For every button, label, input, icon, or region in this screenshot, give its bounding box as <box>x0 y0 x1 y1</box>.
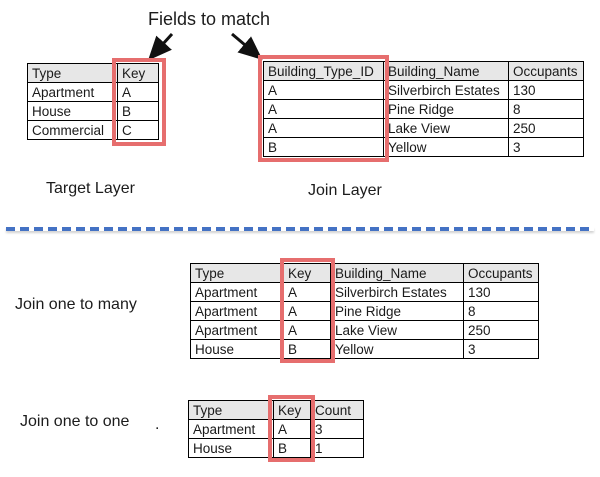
table-cell: B <box>263 137 384 157</box>
table-cell: Apartment <box>190 320 284 340</box>
table-cell: Commercial <box>27 120 118 140</box>
table-cell: A <box>283 301 331 321</box>
table-cell: A <box>283 282 331 302</box>
column-header: Key <box>283 263 331 283</box>
table-cell: A <box>263 99 384 119</box>
table-cell: Lake View <box>383 118 509 138</box>
column-header: Building_Name <box>330 263 464 283</box>
table-cell: 8 <box>463 301 539 321</box>
table-cell: Apartment <box>190 301 284 321</box>
fields-to-match-label: Fields to match <box>148 9 271 29</box>
column-header: Occupants <box>508 61 584 81</box>
divider-dashed-line <box>6 227 594 231</box>
table-cell: House <box>27 101 118 121</box>
join-one-to-many-label: Join one to many <box>15 296 137 313</box>
table-cell: 250 <box>463 320 539 340</box>
arrow-to-join-key-icon <box>231 32 263 60</box>
table-cell: 250 <box>508 118 584 138</box>
column-header: Key <box>117 63 159 83</box>
table-cell: Yellow <box>330 339 464 359</box>
column-header: Occupants <box>463 263 539 283</box>
table-cell: B <box>273 438 311 458</box>
table-cell: House <box>188 438 274 458</box>
table-cell: 3 <box>463 339 539 359</box>
table-cell: Pine Ridge <box>330 301 464 321</box>
table-cell: A <box>273 419 311 439</box>
column-header: Type <box>27 63 118 83</box>
table-cell: 3 <box>310 419 364 439</box>
table-cell: A <box>283 320 331 340</box>
table-cell: Yellow <box>383 137 509 157</box>
column-header: Type <box>190 263 284 283</box>
column-header: Count <box>310 400 364 420</box>
table-cell: 8 <box>508 99 584 119</box>
table-cell: A <box>263 80 384 100</box>
table-cell: House <box>190 339 284 359</box>
column-header: Building_Type_ID <box>263 61 384 81</box>
join-layer-label: Join Layer <box>308 182 382 199</box>
table-cell: 130 <box>463 282 539 302</box>
join-one-to-one-label: Join one to one <box>20 413 130 430</box>
target-layer-label: Target Layer <box>46 180 135 197</box>
table-cell: Apartment <box>190 282 284 302</box>
table-cell: A <box>263 118 384 138</box>
table-cell: Silverbirch Estates <box>330 282 464 302</box>
table-cell: 3 <box>508 137 584 157</box>
table-cell: 1 <box>310 438 364 458</box>
column-header: Building_Name <box>383 61 509 81</box>
table-cell: Pine Ridge <box>383 99 509 119</box>
table-cell: Apartment <box>27 82 118 102</box>
table-cell: B <box>283 339 331 359</box>
column-header: Key <box>273 400 311 420</box>
column-header: Type <box>188 400 274 420</box>
table-cell: 130 <box>508 80 584 100</box>
table-cell: B <box>117 101 159 121</box>
table-cell: Apartment <box>188 419 274 439</box>
table-cell: Silverbirch Estates <box>383 80 509 100</box>
table-cell: Lake View <box>330 320 464 340</box>
stray-period: . <box>155 416 160 433</box>
arrow-to-target-key-icon <box>147 32 174 61</box>
table-cell: A <box>117 82 159 102</box>
table-cell: C <box>117 120 159 140</box>
